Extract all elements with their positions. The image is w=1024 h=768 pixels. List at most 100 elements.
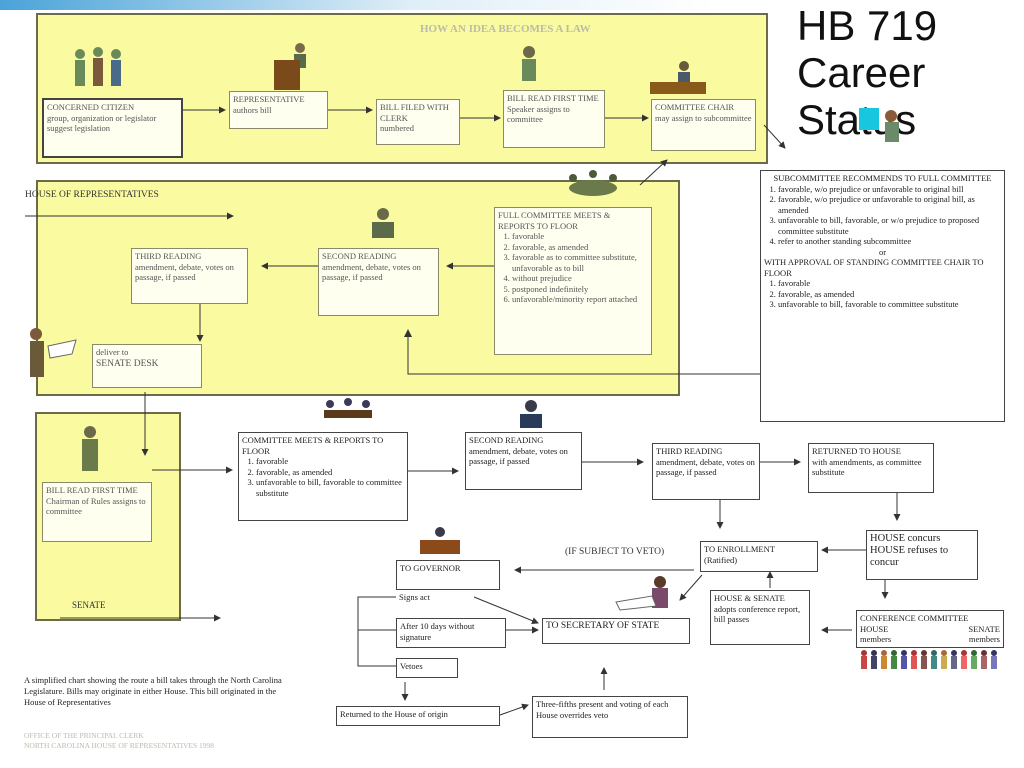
subcommittee-item: refer to another standing subcommittee — [778, 236, 1001, 247]
panel-heading: HOW AN IDEA BECOMES A LAW — [420, 23, 591, 35]
house-senate-body: adopts conference report, bill passes — [714, 603, 801, 625]
three-fifths-box: Three-fifths present and voting of each … — [532, 696, 688, 738]
title-line-1: HB 719 — [797, 2, 938, 49]
senate-committee-item: unfavorable to bill, favorable to commit… — [256, 477, 404, 498]
signs-act: Signs act — [396, 590, 474, 606]
citizen-body: group, organization or legislator sugges… — [47, 112, 157, 134]
house-concurs: HOUSE concurs — [870, 533, 941, 544]
bill-read-body: Speaker assigns to committee — [507, 103, 570, 125]
subcommittee-list-2: favorable favorable, as amended unfavora… — [764, 278, 1001, 310]
credit-line-1: OFFICE OF THE PRINCIPAL CLERK — [24, 731, 144, 740]
house-third-reading-box: THIRD READING amendment, debate, votes o… — [131, 248, 248, 304]
conference-members-house: members — [860, 634, 892, 644]
bill-read-title: BILL READ FIRST TIME — [507, 93, 599, 103]
citizens-figure-icon — [75, 47, 121, 86]
subcommittee-item-2: favorable, as amended — [778, 289, 1001, 300]
credits: OFFICE OF THE PRINCIPAL CLERK NORTH CARO… — [24, 731, 214, 751]
to-governor-box: TO GOVERNOR — [396, 560, 500, 590]
senate-third-title: THIRD READING — [656, 446, 723, 456]
house-label: HOUSE OF REPRESENTATIVES — [25, 190, 159, 200]
slide-title: HB 719 Career Status — [797, 2, 937, 143]
full-committee-item: postponed indefinitely — [512, 284, 648, 295]
subcommittee-item: favorable, w/o prejudice or unfavorable … — [778, 184, 1001, 195]
bill-filed-body: numbered — [380, 123, 414, 133]
full-committee-item: favorable as to committee substitute, un… — [512, 252, 648, 273]
house-third-title: THIRD READING — [135, 251, 202, 261]
senate-bill-read-body: Chairman of Rules assigns to committee — [46, 495, 146, 517]
bill-read-first-box: BILL READ FIRST TIME Speaker assigns to … — [503, 90, 605, 148]
conference-members-icon — [861, 650, 997, 669]
subcommittee-with-approval: WITH APPROVAL OF STANDING COMMITTEE CHAI… — [764, 257, 984, 278]
subject-to-veto-label: (IF SUBJECT TO VETO) — [565, 547, 665, 557]
committee-table-icon — [569, 170, 617, 196]
committee-chair-desk-icon — [650, 61, 706, 94]
house-second-title: SECOND READING — [322, 251, 397, 261]
full-committee-item: without prejudice — [512, 273, 648, 284]
full-committee-box: FULL COMMITTEE MEETS & REPORTS TO FLOOR … — [494, 207, 652, 355]
title-line-2: Career — [797, 49, 926, 96]
conference-members-row: members members — [860, 634, 1000, 645]
bill-filed-title: BILL FILED WITH CLERK — [380, 102, 449, 123]
full-committee-item: favorable, as amended — [512, 242, 648, 253]
representative-box: REPRESENTATIVE authors bill — [229, 91, 328, 129]
house-second-body: amendment, debate, votes on passage, if … — [322, 261, 421, 283]
deliver-line1: deliver to — [96, 347, 129, 357]
governor-desk-icon — [420, 527, 460, 554]
messenger-figure-icon — [30, 328, 77, 377]
footnote: A simplified chart showing the route a b… — [24, 675, 282, 707]
senate-second-body: amendment, debate, votes on passage, if … — [469, 445, 568, 467]
enrollment-box: TO ENROLLMENT (Ratified) — [700, 541, 818, 572]
senate-committee-item: favorable — [256, 456, 404, 467]
senate-reader-icon — [520, 400, 542, 428]
committee-chair-body: may assign to subcommittee — [655, 112, 752, 123]
senate-committee-list: favorable favorable, as amended unfavora… — [242, 456, 404, 498]
subcommittee-item: favorable, w/o prejudice or unfavorable … — [778, 194, 1001, 215]
after-10-days-box: After 10 days without signature — [396, 618, 506, 648]
senate-committee-box: COMMITTEE MEETS & REPORTS TO FLOOR favor… — [238, 432, 408, 521]
house-second-reading-box: SECOND READING amendment, debate, votes … — [318, 248, 439, 316]
house-senate-box: HOUSE & SENATE adopts conference report,… — [710, 590, 810, 645]
credit-line-2: NORTH CAROLINA HOUSE OF REPRESENTATIVES … — [24, 741, 215, 750]
full-committee-list: favorable favorable, as amended favorabl… — [498, 231, 648, 305]
house-senate-title: HOUSE & SENATE — [714, 593, 785, 603]
returned-to-house-box: RETURNED TO HOUSE with amendments, as co… — [808, 443, 934, 493]
full-committee-item: unfavorable/minority report attached — [512, 294, 648, 305]
conference-senate: SENATE — [968, 623, 1000, 634]
clerk-figure-icon — [522, 46, 536, 81]
conference-members-senate: members — [968, 634, 1000, 644]
conference-committee-box: CONFERENCE COMMITTEE HOUSE SENATE member… — [856, 610, 1004, 648]
enrollment-title: TO ENROLLMENT — [704, 544, 775, 554]
to-governor: TO GOVERNOR — [400, 563, 461, 573]
deliver-senate-box: deliver to SENATE DESK — [92, 344, 202, 388]
senate-bill-read-title: BILL READ FIRST TIME — [46, 485, 138, 495]
senate-label: SENATE — [72, 600, 106, 610]
house-third-body: amendment, debate, votes on passage, if … — [135, 261, 234, 283]
secretary-writing-icon — [615, 576, 668, 611]
subcommittee-title: SUBCOMMITTEE RECOMMENDS TO FULL COMMITTE… — [773, 173, 992, 183]
committee-chair-box: COMMITTEE CHAIR may assign to subcommitt… — [651, 99, 756, 151]
senate-second-title: SECOND READING — [469, 435, 544, 445]
senate-committee-title: COMMITTEE MEETS & REPORTS TO FLOOR — [242, 435, 384, 456]
senate-second-reading-box: SECOND READING amendment, debate, votes … — [465, 432, 582, 490]
conference-row: HOUSE SENATE — [860, 624, 1000, 635]
senate-committee-table-icon — [324, 398, 372, 418]
top-accent-band — [0, 0, 1024, 10]
house-concurs-box: HOUSE concurs HOUSE refuses to concur — [866, 530, 978, 580]
senate-clerk-icon — [82, 426, 98, 471]
returned-house-title: RETURNED TO HOUSE — [812, 446, 901, 456]
enrollment-body: (Ratified) — [704, 554, 738, 565]
representative-title: REPRESENTATIVE — [233, 94, 305, 104]
subcommittee-item: unfavorable to bill, favorable, or w/o p… — [778, 215, 1001, 236]
senate-third-reading-box: THIRD READING amendment, debate, votes o… — [652, 443, 760, 500]
subcommittee-item-2: unfavorable to bill, favorable to commit… — [778, 299, 1001, 310]
bill-filed-box: BILL FILED WITH CLERK numbered — [376, 99, 460, 145]
vetoes-box: Vetoes — [396, 658, 458, 678]
full-committee-item: favorable — [512, 231, 648, 242]
representative-body: authors bill — [233, 104, 272, 115]
house-refuses: HOUSE refuses to concur — [870, 545, 949, 568]
returned-origin-box: Returned to the House of origin — [336, 706, 500, 726]
subcommittee-figure-icon — [859, 108, 899, 142]
subcommittee-item-2: favorable — [778, 278, 1001, 289]
citizen-title: CONCERNED CITIZEN — [47, 102, 135, 112]
